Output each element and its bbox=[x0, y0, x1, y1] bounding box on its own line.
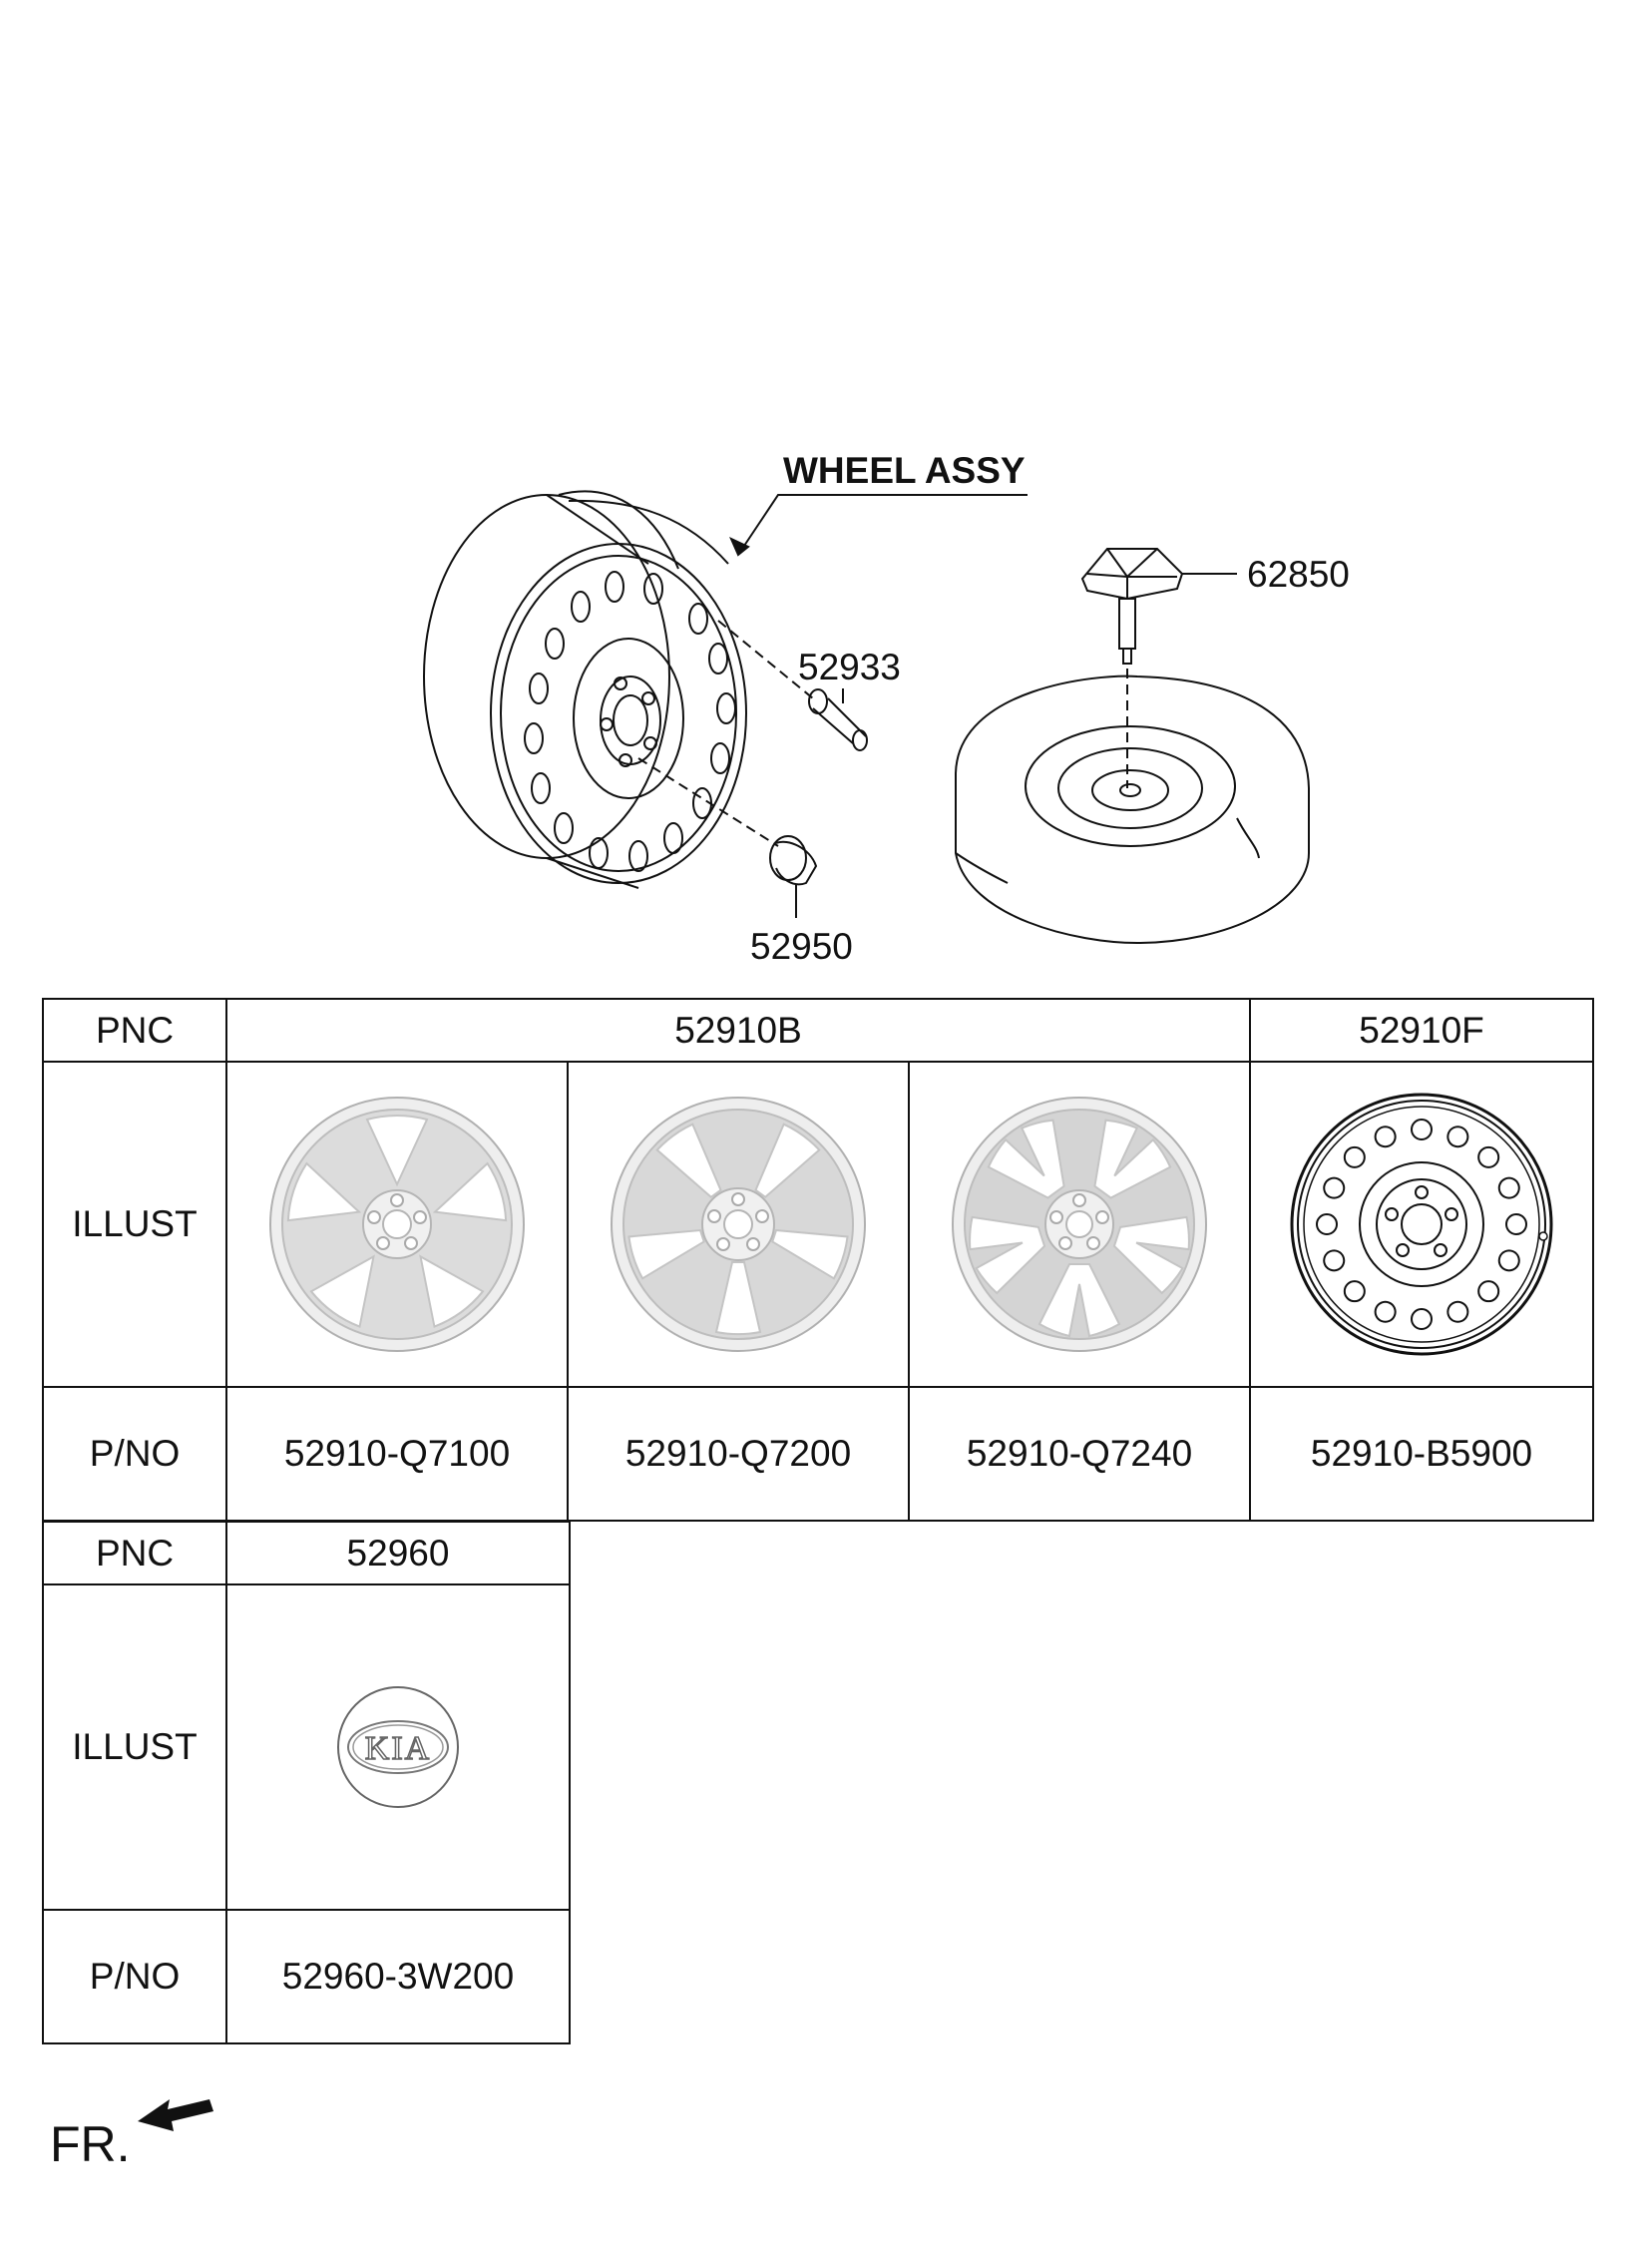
exploded-wheel-diagram bbox=[423, 490, 1310, 945]
pnc-cell: 52960 bbox=[225, 1521, 571, 1585]
illust-cell: KIA bbox=[225, 1583, 571, 1911]
lug-nut-part bbox=[637, 757, 818, 918]
wheel-front-rim bbox=[490, 543, 747, 884]
spare-holder-part bbox=[1080, 548, 1237, 788]
part-number-cell: 52910-B5900 bbox=[1249, 1386, 1595, 1522]
callout-52933: 52933 bbox=[798, 647, 901, 687]
part-number-cell: 52910-Q7240 bbox=[907, 1386, 1252, 1522]
alloy-wheel-5-spoke-image bbox=[269, 1097, 525, 1352]
row-label-pno: P/NO bbox=[42, 1909, 227, 2044]
kia-emblem-image: KIA bbox=[337, 1686, 459, 1808]
illust-cell bbox=[1249, 1061, 1595, 1388]
part-number-cell: 52910-Q7100 bbox=[225, 1386, 569, 1522]
row-label-illust: ILLUST bbox=[42, 1061, 227, 1388]
wheel-vent-holes bbox=[524, 571, 736, 872]
row-label-pnc: PNC bbox=[42, 1521, 227, 1585]
emblem-text: KIA bbox=[365, 1730, 431, 1767]
illust-cell bbox=[225, 1061, 569, 1388]
alloy-wheel-y-spoke-image bbox=[952, 1097, 1207, 1352]
pnc-cell: 52910F bbox=[1249, 998, 1595, 1063]
front-direction-arrow-icon bbox=[138, 2099, 213, 2131]
wheel-assy-label: WHEEL ASSY bbox=[783, 450, 1026, 491]
illust-cell bbox=[907, 1061, 1252, 1388]
row-label-pno: P/NO bbox=[42, 1386, 227, 1522]
row-label-pnc: PNC bbox=[42, 998, 227, 1063]
row-label-illust: ILLUST bbox=[42, 1583, 227, 1911]
front-label: FR. bbox=[50, 2116, 131, 2172]
pnc-cell: 52910B bbox=[224, 998, 1252, 1063]
spare-tire bbox=[955, 675, 1310, 945]
alloy-wheel-double-spoke-image bbox=[611, 1097, 866, 1352]
callout-52950: 52950 bbox=[750, 926, 853, 967]
steel-wheel-image bbox=[1290, 1093, 1553, 1356]
illust-cell bbox=[567, 1061, 910, 1388]
part-number-cell: 52960-3W200 bbox=[225, 1909, 571, 2044]
valve-stem-part bbox=[717, 620, 868, 751]
wheel-parts-table: PNC 52910B 52910F ILLUST bbox=[42, 998, 1595, 1522]
emblem-parts-table: PNC 52960 ILLUST KIA P/NO 52960-3W200 bbox=[42, 1521, 571, 2044]
part-number-cell: 52910-Q7200 bbox=[567, 1386, 910, 1522]
callout-62850: 62850 bbox=[1247, 554, 1350, 595]
